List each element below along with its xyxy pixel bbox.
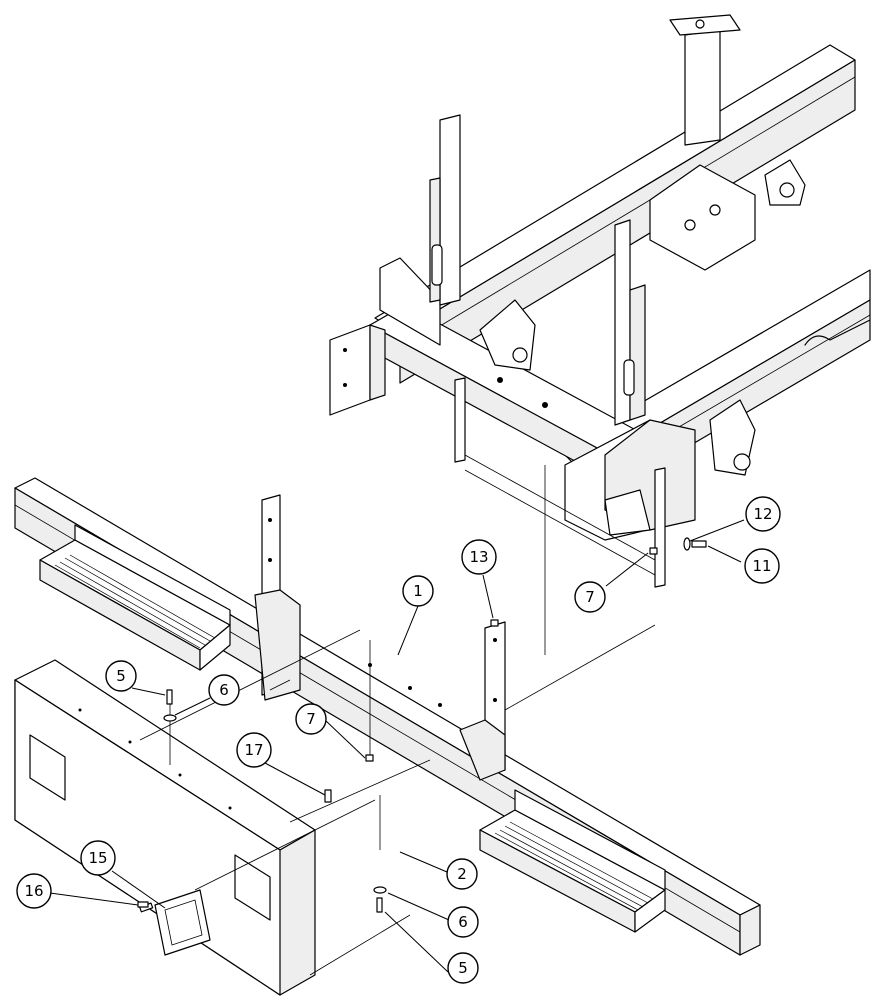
right-step [479, 789, 666, 933]
svg-text:15: 15 [88, 849, 107, 867]
svg-text:2: 2 [457, 865, 467, 883]
callout-17: 17 [236, 732, 272, 768]
callout-6-lower: 6 [447, 906, 479, 938]
callout-7-left: 7 [295, 703, 327, 735]
svg-text:1: 1 [413, 582, 423, 600]
callout-6-upper: 6 [208, 674, 240, 706]
svg-text:12: 12 [753, 505, 772, 523]
left-step [39, 524, 231, 671]
assembly-guide-lines [139, 465, 656, 976]
svg-text:16: 16 [24, 882, 43, 900]
callout-15: 15 [80, 840, 116, 876]
svg-text:5: 5 [116, 667, 126, 685]
callout-13: 13 [461, 539, 497, 575]
hardware [137, 537, 707, 913]
svg-text:13: 13 [469, 548, 488, 566]
callout-2: 2 [446, 858, 478, 890]
callout-11: 11 [744, 548, 780, 584]
vehicle-frame [329, 14, 871, 588]
svg-text:6: 6 [458, 913, 468, 931]
callout-12: 12 [745, 496, 781, 532]
svg-text:7: 7 [306, 710, 316, 728]
bumper-brackets [254, 494, 506, 781]
svg-text:6: 6 [219, 681, 229, 699]
callout-5-upper: 5 [105, 660, 137, 692]
svg-text:17: 17 [244, 741, 263, 759]
callout-7-right: 7 [574, 581, 606, 613]
leader-lines [49, 519, 745, 973]
callout-16: 16 [16, 873, 52, 909]
bumper-cover-panel [14, 659, 316, 996]
svg-text:5: 5 [458, 959, 468, 977]
license-plate-bracket [139, 889, 211, 956]
svg-text:11: 11 [752, 557, 771, 575]
svg-text:7: 7 [585, 588, 595, 606]
callout-1: 1 [402, 575, 434, 607]
callout-5-lower: 5 [447, 952, 479, 984]
